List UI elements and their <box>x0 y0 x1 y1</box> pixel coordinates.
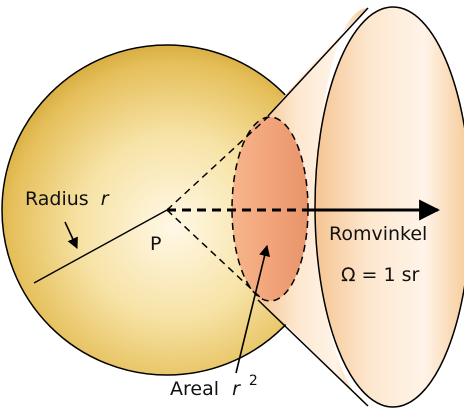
ray-bottom <box>166 209 263 300</box>
cone-edge-top <box>267 7 369 117</box>
area-label: Areal r 2 <box>170 373 258 400</box>
radius-label: Radius r <box>25 188 110 210</box>
radius-line <box>33 209 168 284</box>
solid-angle-value: Ω = 1 sr <box>341 264 420 286</box>
cone-edge-bottom <box>257 299 369 407</box>
solid-angle-label: Romvinkel <box>329 223 427 245</box>
ray-top <box>166 116 269 211</box>
radius-pointer <box>64 221 78 250</box>
cone-body <box>258 8 368 406</box>
area-pointer <box>235 244 271 374</box>
point-label: P <box>150 233 161 255</box>
cone-opening <box>314 6 464 408</box>
